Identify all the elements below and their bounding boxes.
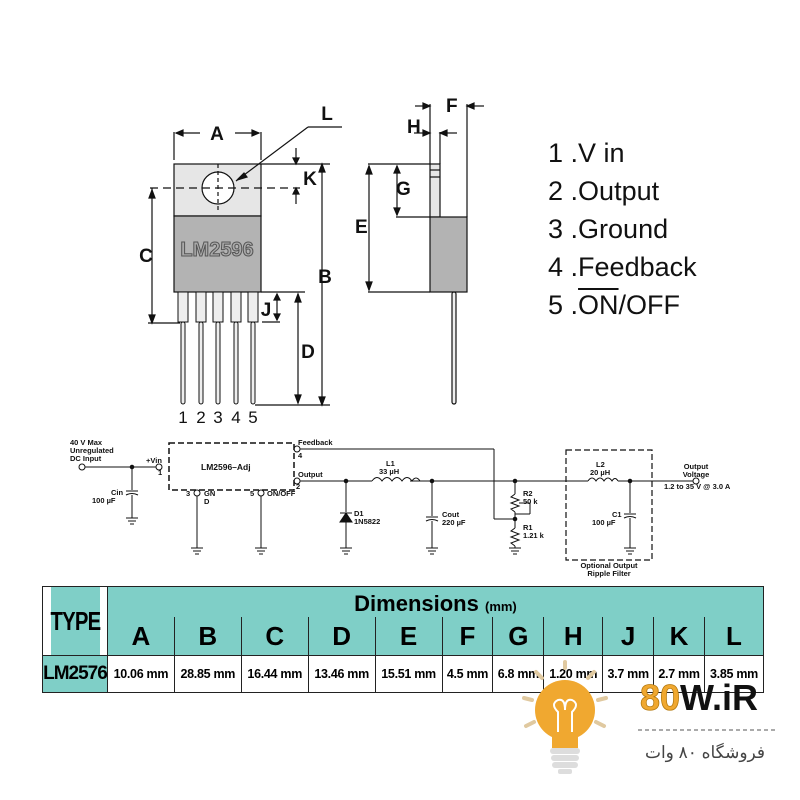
lightbulb-icon xyxy=(522,660,608,774)
package-body xyxy=(173,215,262,293)
ic-label: LM2596–Adj xyxy=(201,462,251,472)
gnd-label-1: GN xyxy=(204,489,215,498)
out-range: 1.2 to 35 V @ 3.0 A xyxy=(664,482,731,491)
r2-value: 50 k xyxy=(523,497,538,506)
d1-name: D1 xyxy=(354,509,364,518)
pinout-item: 3 .Ground xyxy=(548,214,669,244)
dim-label-h: H xyxy=(407,117,421,138)
cell-value: 13.46 mm xyxy=(307,655,376,693)
feedback-label: Feedback xyxy=(298,438,333,447)
pinout-item: 4 .Feedback xyxy=(548,252,697,282)
input-label-1: 40 V Max xyxy=(70,438,103,447)
dim-label-e: E xyxy=(355,217,368,238)
cell-value: 6.8 mm xyxy=(492,655,545,693)
cout-value: 220 µF xyxy=(442,518,466,527)
dim-label-j: J xyxy=(261,300,272,321)
dim-label-f: F xyxy=(446,96,458,117)
dim-label-k: K xyxy=(303,169,317,190)
output-pin: 2 xyxy=(296,482,300,491)
cell-value: 28.85 mm xyxy=(173,655,242,693)
output-label: Output xyxy=(298,470,323,479)
feedback-pin: 4 xyxy=(298,451,303,460)
dim-label-g: G xyxy=(396,179,411,200)
l1-value: 33 µH xyxy=(379,467,399,476)
cell-value: 4.5 mm xyxy=(441,655,494,693)
c1-value: 100 µF xyxy=(592,518,616,527)
pin-number-2: 2 xyxy=(196,408,205,427)
cin-value: 100 µF xyxy=(92,496,116,505)
col-header-h: H xyxy=(543,617,604,656)
input-label-2: Unregulated xyxy=(70,446,114,455)
pin-number-4: 4 xyxy=(231,408,240,427)
l2-value: 20 µH xyxy=(590,468,610,477)
part-marking: LM2596 xyxy=(180,239,253,261)
out-voltage-label-1: Output xyxy=(684,462,709,471)
input-label-3: DC Input xyxy=(70,454,102,463)
pinout-item: 1 .V in xyxy=(548,138,625,168)
watermark-logo: 80W.iR فروشگاه ۸۰ وات xyxy=(522,660,775,774)
d1-value: 1N5822 xyxy=(354,517,380,526)
package-front-view: LM2596 A B C D J K L 1 2 3 4 5 xyxy=(139,96,484,427)
col-header-a: A xyxy=(106,617,175,656)
cout-name: Cout xyxy=(442,510,460,519)
dim-label-l: L xyxy=(321,104,333,125)
cell-value: 3.85 mm xyxy=(704,655,764,693)
cell-value: 15.51 mm xyxy=(374,655,443,693)
brand-name: 80W.iR xyxy=(640,677,758,718)
gnd-pin: 3 xyxy=(186,489,190,498)
vin-label: +Vin xyxy=(146,456,162,465)
dim-label-c: C xyxy=(139,246,153,267)
brand-tagline: فروشگاه ۸۰ وات xyxy=(645,742,765,763)
col-header-d: D xyxy=(307,617,376,656)
pinout-item: 2 .Output xyxy=(548,176,660,206)
pinout-item: 5 .ON/OFF xyxy=(548,290,681,320)
col-header-j: J xyxy=(602,617,655,656)
type-header: TYPE xyxy=(49,586,101,656)
vin-pin: 1 xyxy=(158,468,162,477)
col-header-g: G xyxy=(492,617,545,656)
l1-name: L1 xyxy=(386,459,395,468)
col-header-b: B xyxy=(173,617,242,656)
pinout-list: 1 .V in 2 .Output 3 .Ground 4 .Feedback … xyxy=(548,134,697,324)
dim-label-a: A xyxy=(210,124,224,145)
cin-name: Cin xyxy=(111,488,124,497)
row-type: LM2576 xyxy=(42,655,108,693)
cell-value: 3.7 mm xyxy=(602,655,655,693)
r1-name: R1 xyxy=(523,523,533,532)
c1-name: C1 xyxy=(612,510,622,519)
r1-value: 1.21 k xyxy=(523,531,545,540)
cell-value: 10.06 mm xyxy=(106,655,175,693)
col-header-k: K xyxy=(653,617,705,656)
col-header-e: E xyxy=(374,617,443,656)
pin-number-5: 5 xyxy=(248,408,257,427)
onoff-label: ON/OFF xyxy=(267,489,296,498)
col-header-l: L xyxy=(704,617,764,656)
l2-name: L2 xyxy=(596,460,605,469)
package-side-view xyxy=(365,102,484,405)
onoff-pin: 5 xyxy=(250,489,254,498)
cell-value: 2.7 mm xyxy=(653,655,705,693)
col-header-c: C xyxy=(240,617,309,656)
col-header-f: F xyxy=(441,617,494,656)
gnd-label-2: D xyxy=(204,497,210,506)
dim-label-b: B xyxy=(318,267,332,288)
r2-name: R2 xyxy=(523,489,533,498)
out-voltage-label-2: Voltage xyxy=(683,470,710,479)
application-schematic: 40 V Max Unregulated DC Input +Vin 1 LM2… xyxy=(70,438,731,578)
dimensions-title: Dimensions (mm) xyxy=(106,586,765,617)
cell-value: 16.44 mm xyxy=(240,655,309,693)
package-leads xyxy=(177,291,259,405)
filter-label-1: Optional Output xyxy=(580,561,638,570)
dim-label-d: D xyxy=(301,342,315,363)
pin-number-3: 3 xyxy=(213,408,222,427)
pin-number-1: 1 xyxy=(178,408,187,427)
filter-label-2: Ripple Filter xyxy=(587,569,630,578)
